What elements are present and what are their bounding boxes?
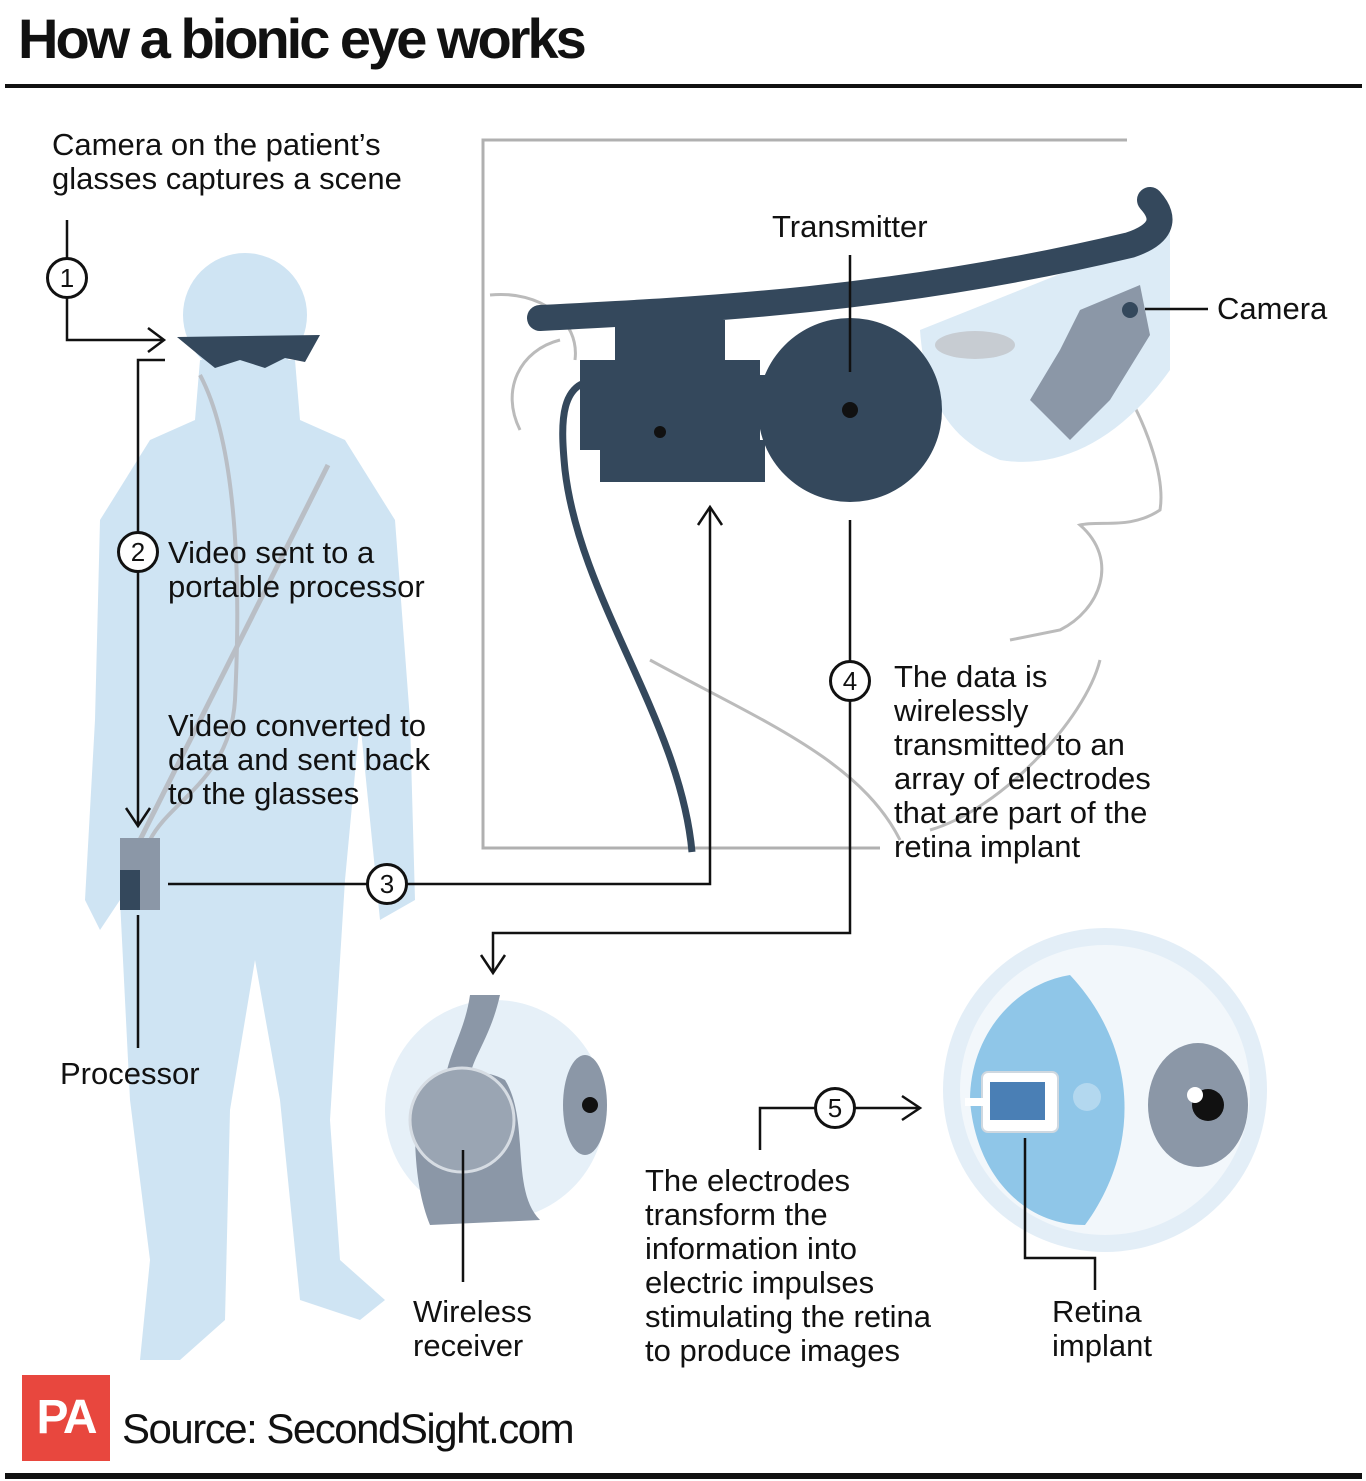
step1-badge: 1 <box>46 257 88 299</box>
step5-text: The electrodes transform the information… <box>645 1163 932 1368</box>
transmitter-label: Transmitter <box>772 209 928 244</box>
lens <box>920 230 1170 462</box>
shoulder-strap <box>137 463 331 842</box>
pa-logo: PA <box>22 1375 110 1461</box>
step2-badge: 2 <box>117 531 159 573</box>
page-title: How a bionic eye works <box>18 7 587 70</box>
step3-badge: 3 <box>366 863 408 905</box>
closeup-frame <box>481 138 1127 850</box>
cable <box>148 374 240 841</box>
processor-device <box>120 838 160 910</box>
camera-label: Camera <box>1217 291 1328 326</box>
eye-closeup <box>935 331 1015 359</box>
transmitter-device <box>580 302 942 502</box>
step2b-text: Video converted to data and sent back to… <box>168 708 430 811</box>
camera-mount <box>1030 285 1150 440</box>
face-outline <box>489 292 1163 841</box>
step2-text: Video sent to a portable processor <box>168 535 425 604</box>
eye-receiver-illustration <box>385 995 607 1225</box>
source-credit: Source: SecondSight.com <box>122 1405 575 1452</box>
connector-lines <box>65 220 1208 1290</box>
processor-label: Processor <box>60 1056 200 1091</box>
step4-text: The data is wirelessly transmitted to an… <box>894 659 1151 864</box>
eye-retina-illustration <box>943 928 1267 1252</box>
wireless-receiver-label: Wireless receiver <box>413 1294 532 1363</box>
step1-text: Camera on the patient’s glasses captures… <box>52 127 402 196</box>
step5-badge: 5 <box>814 1087 856 1129</box>
glasses-small <box>177 335 320 368</box>
step4-badge: 4 <box>829 660 871 702</box>
transmitter-cable <box>559 376 696 853</box>
retina-implant-label: Retina implant <box>1052 1294 1152 1363</box>
